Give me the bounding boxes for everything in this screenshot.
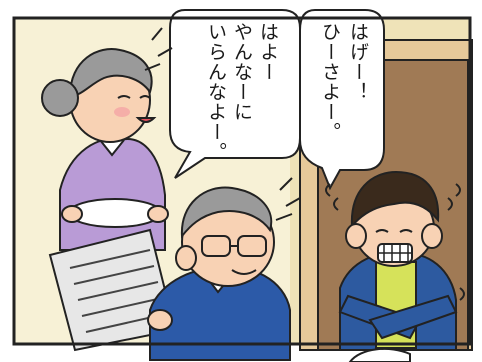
grandma-line-1: はよー [257,22,279,82]
grandpa [147,186,291,361]
boy-line-1: はげー！ [347,22,369,102]
grandma-line-3: いらんなよー。 [205,22,227,162]
grandma [41,48,169,251]
shiver-lines-icon [325,183,465,301]
panel-frame [12,16,472,346]
grandma-line-2: やんなーに [231,22,253,122]
boy-speech-bubble [299,9,385,191]
boy-line-2: ひーさよー。 [319,22,341,142]
boy [338,170,458,351]
motion-lines-icon [144,27,301,221]
next-bubble [348,347,411,362]
